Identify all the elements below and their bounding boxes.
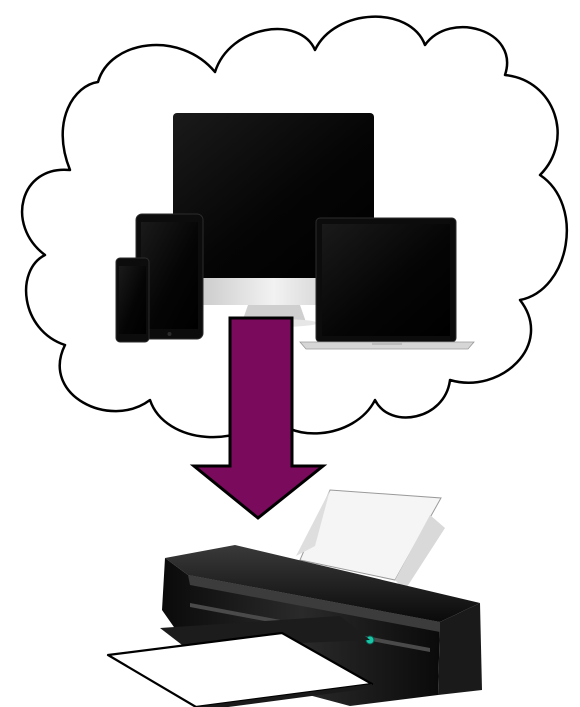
printer-icon xyxy=(108,490,482,707)
smartphone-icon xyxy=(116,258,149,342)
laptop-icon xyxy=(300,218,474,349)
